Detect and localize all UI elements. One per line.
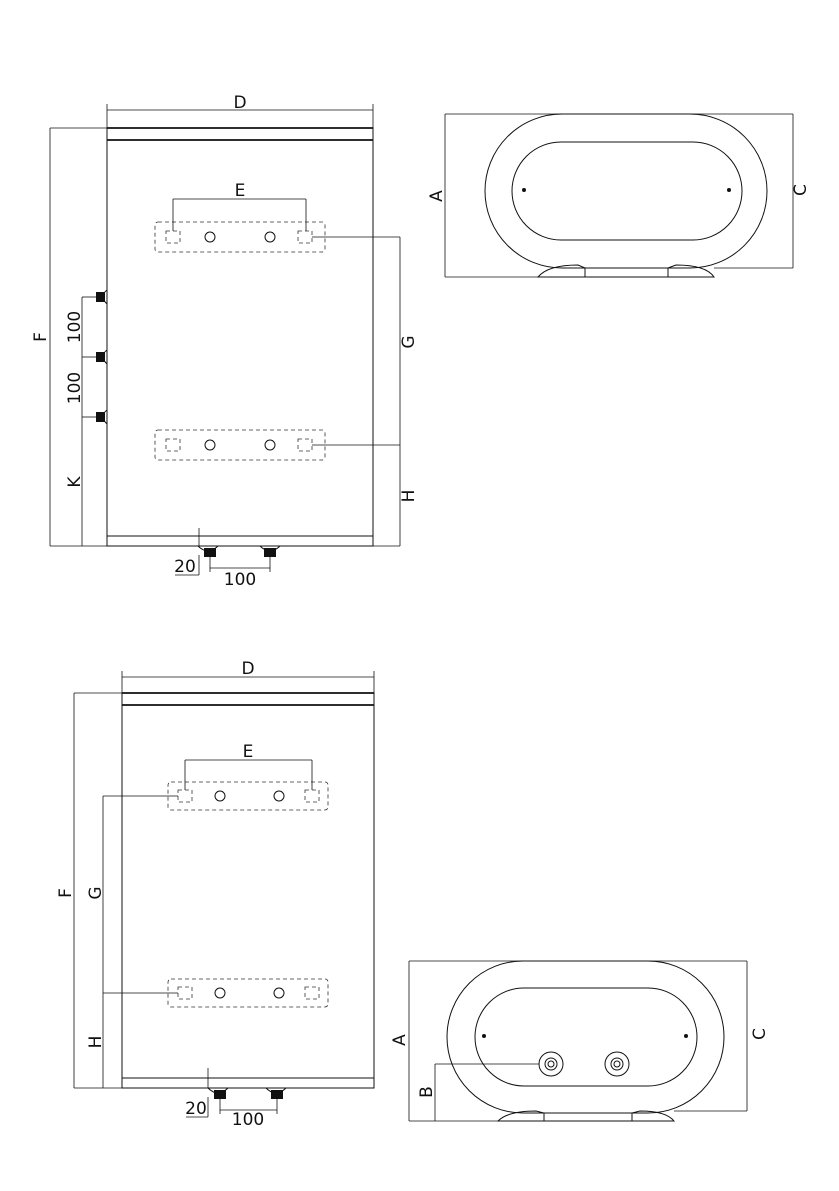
front-view-bottom: D E G H F — [56, 659, 374, 1130]
bracket-upper — [168, 782, 328, 810]
tank-inner-panel — [475, 988, 697, 1086]
label-d: D — [241, 659, 254, 679]
label-h: H — [86, 1036, 106, 1049]
bracket-upper — [155, 222, 325, 252]
label-c: C — [791, 184, 811, 196]
front-view-top: D E G H F — [31, 93, 419, 590]
side-view-bottom: A B C — [390, 961, 770, 1121]
foot-right — [668, 265, 714, 277]
label-a: A — [427, 190, 447, 202]
tank-outline — [485, 114, 767, 268]
label-spacing-1: 100 — [65, 311, 85, 343]
label-e: E — [235, 181, 246, 201]
bracket-lower — [168, 979, 328, 1007]
label-f: F — [31, 332, 51, 342]
label-f: F — [56, 888, 76, 898]
label-k: K — [65, 476, 85, 488]
tank-outline — [447, 961, 724, 1113]
label-d: D — [233, 93, 246, 113]
label-spacing-2: 100 — [65, 372, 85, 404]
label-c: C — [750, 1028, 770, 1040]
label-pipe-offset: 20 — [185, 1099, 207, 1119]
tank-inner-panel — [512, 142, 742, 240]
label-e: E — [243, 742, 254, 762]
foot-left — [538, 265, 585, 277]
pipe-fittings — [539, 1052, 629, 1076]
label-b: B — [417, 1086, 437, 1098]
label-pipe-spacing: 100 — [232, 1110, 264, 1130]
label-g: G — [86, 886, 106, 899]
side-view-top: A C — [427, 114, 811, 277]
label-pipe-spacing: 100 — [224, 570, 256, 590]
bracket-lower — [155, 430, 325, 460]
side-pipes — [96, 290, 107, 424]
label-g: G — [399, 335, 419, 348]
label-a: A — [390, 1034, 410, 1046]
label-h: H — [399, 490, 419, 503]
label-pipe-offset: 20 — [174, 557, 196, 577]
